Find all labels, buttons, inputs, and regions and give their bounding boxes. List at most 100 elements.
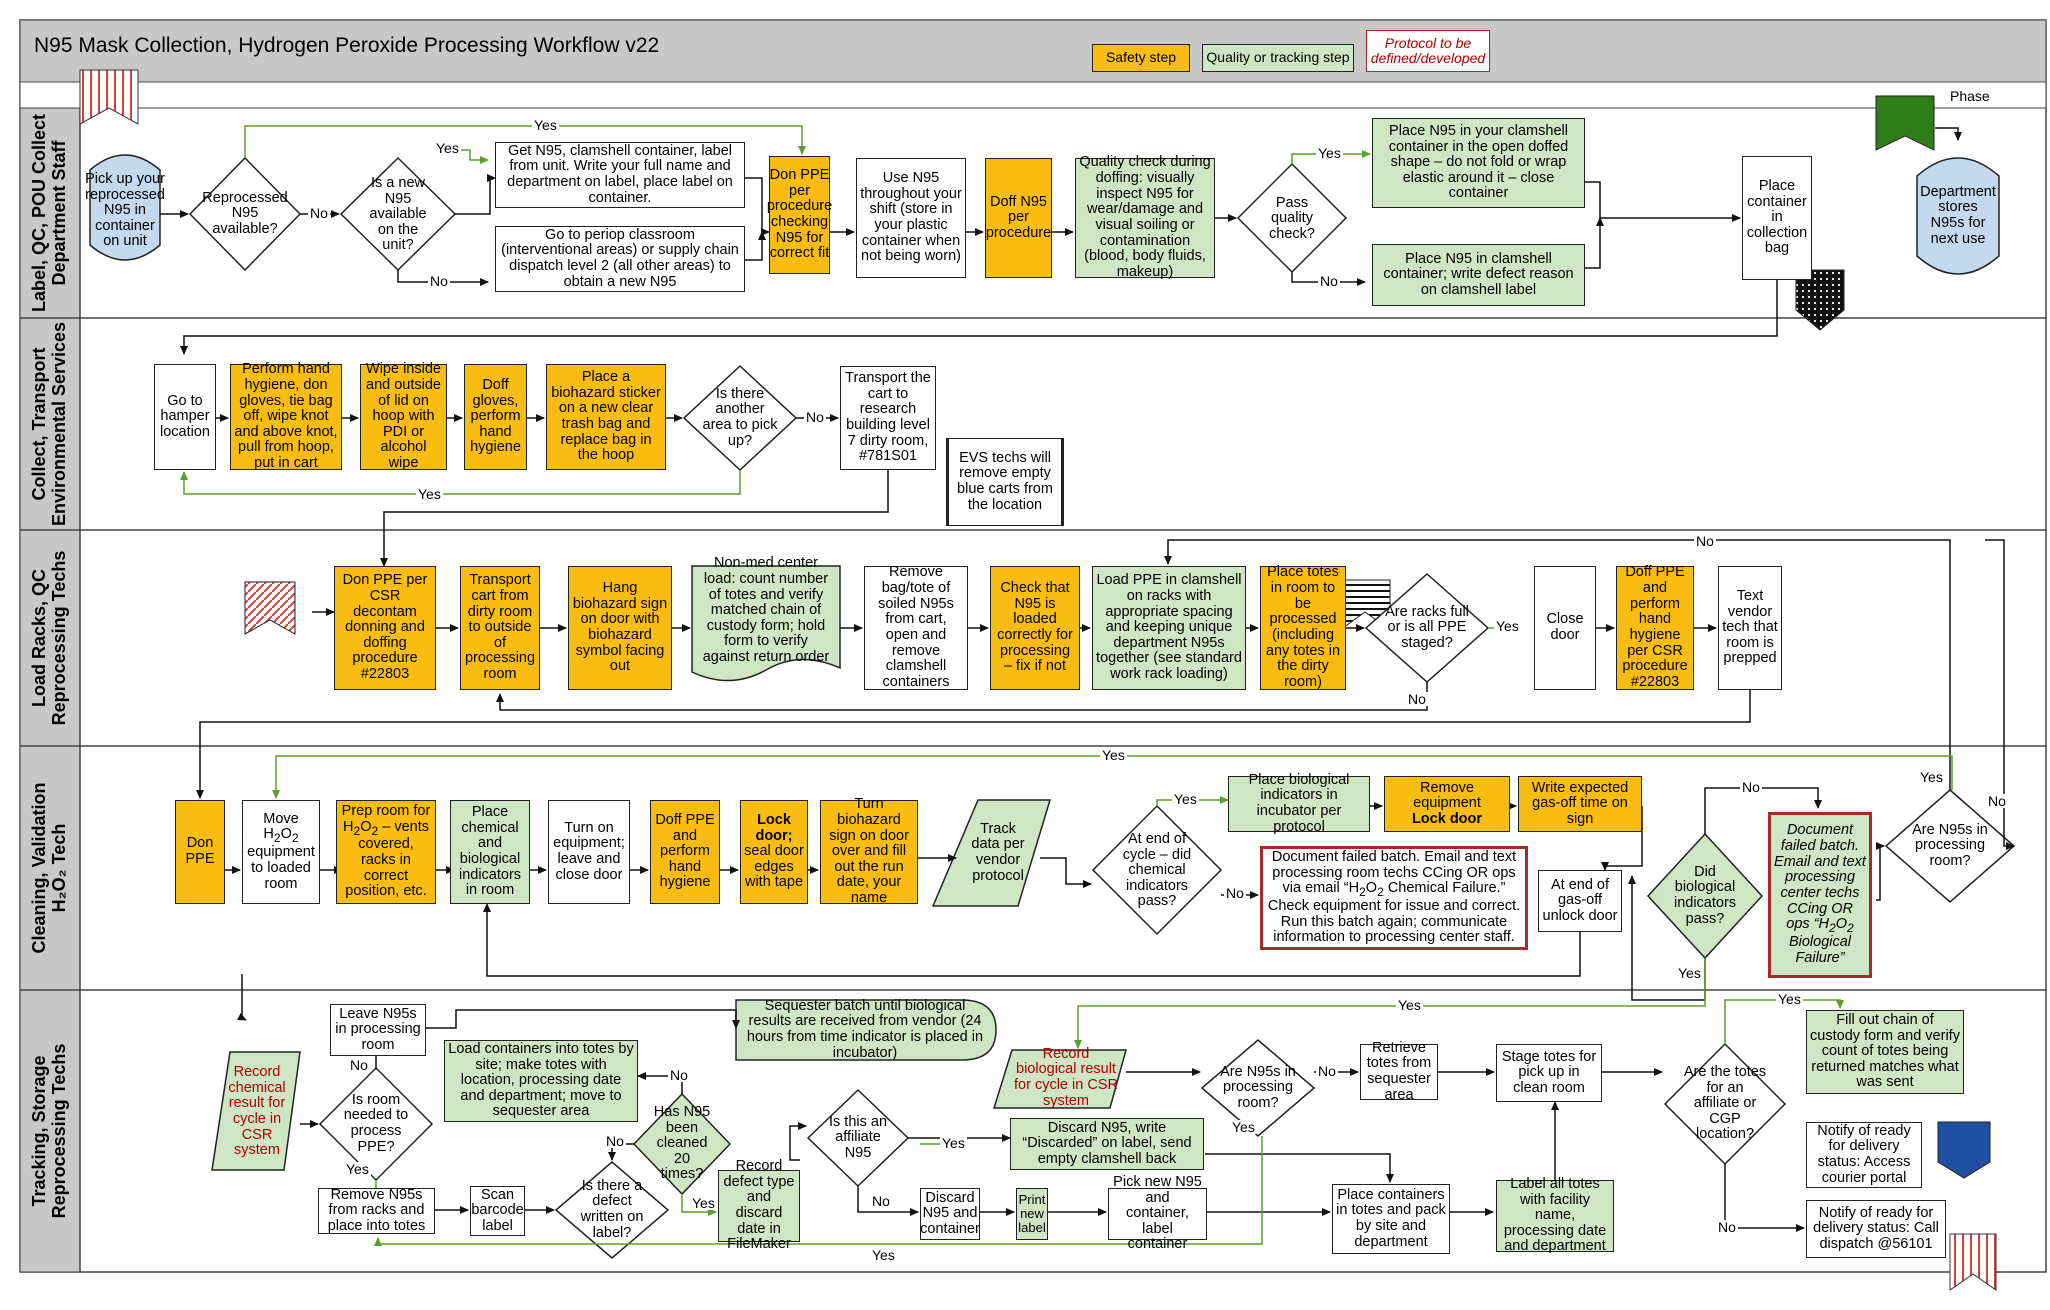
stage-step: Stage totes for pick up in clean room [1496,1044,1602,1102]
wipe-lid-step: Wipe inside and outside of lid on hoop w… [360,361,447,471]
label-no-4: No [804,409,826,425]
record-chem-text: Record chemical result for cycle in CSR … [228,1064,286,1159]
label-no-12: No [604,1133,626,1149]
move-eq-sub: 2 [273,831,281,846]
label-no-13: No [870,1193,892,1209]
remove-eq-b: Lock door [1411,810,1483,827]
end-cycle-text: At end of cycle – did chemical indicator… [1122,831,1192,910]
biohazard-sticker-step: Place a biohazard sticker on a new clear… [546,364,666,470]
move-equipment-text: Move H2O2 equipment to loaded room [246,811,316,893]
don-csr-step: Don PPE per CSR decontam donning and dof… [334,566,436,690]
another-area-text: Is there another area to pick up? [702,385,778,449]
transport-dirty-step: Transport cart from dirty room to outsid… [460,566,540,690]
chem-fail-c: Chemical Failure.” Check equipment for i… [1267,880,1521,946]
lane-5-title-line-2: Reprocessing Techs [49,1043,69,1219]
affiliate-n95-text: Is this an affiliate N95 [828,1113,888,1161]
prep-room-step: Prep room for H2O2 – vents covered, rack… [336,800,436,904]
use-n95-step: Use N95 throughout your shift (store in … [856,158,966,278]
go-periop-step: Go to periop classroom (interventional a… [495,226,745,292]
in-processing-decision [1884,789,2016,903]
label-no-7: No [1224,885,1246,901]
move-eq-c: equipment to loaded room [247,844,315,892]
move-eq-sub-2: 2 [291,831,299,846]
phase-row [19,81,2047,109]
pick-new-step: Pick new N95 and container, label contai… [1108,1174,1207,1252]
lane-1-title-line-1: Label, QC, POU Collect [29,113,50,313]
sequester-text: Sequester batch until biological results… [746,997,984,1061]
lane-4-title-line-1: Cleaning, Validation [29,782,50,954]
record-chemical-parallelogram [211,1051,301,1171]
chem-failure-text: Document failed batch. Email and text pr… [1266,848,1522,946]
lane-5-title-line-1: Tracking, Storage [29,1055,50,1207]
label-yes-1: Yes [532,117,559,133]
label-yes-3: Yes [1316,145,1343,161]
label-yes-16: Yes [1776,991,1803,1007]
label-no-2: No [428,273,450,289]
page-title: N95 Mask Collection, Hydrogen Peroxide P… [34,34,660,57]
place-clamshell-step: Place N95 in your clamshell container in… [1372,118,1585,208]
record-bio-text: Record biological result for cycle in CS… [1014,1045,1118,1109]
don-ppe-step: Don PPE per procedure checking N95 for c… [767,156,832,274]
fill-custody-step: Fill out chain of custody form and verif… [1806,1010,1964,1094]
turn-sign-step: Turn biohazard sign on door over and fil… [820,796,918,906]
label-no-5: No [1406,691,1428,707]
label-yes-13: Yes [940,1135,967,1151]
reprocessed-available-decision [188,156,302,272]
legend-quality: Quality or tracking step [1202,44,1354,72]
bio-fail-sub: 2 [1829,921,1836,936]
move-eq-b: O [280,826,292,843]
pick-up-text: Pick up your reprocessed N95 in containe… [85,170,165,250]
phase-label: Phase [1950,88,1990,104]
remove-eq-a: Remove equipment [1413,779,1481,812]
lane-1-title-line-2: Department Staff [49,140,69,286]
bio-pass-text: Did biological indicators pass? [1673,863,1737,927]
label-no-15: No [1716,1219,1738,1235]
prep-room-text: Prep room for H2O2 – vents covered, rack… [340,803,432,900]
text-vendor-step: Text vendor tech that room is prepped [1718,566,1782,690]
prep-b: O [360,818,372,835]
label-totes-step: Label all totes with facility name, proc… [1496,1176,1614,1254]
retrieve-step: Retrieve totes from sequester area [1360,1040,1438,1102]
label-yes-11: Yes [344,1161,371,1177]
pick-up-terminal [89,154,161,261]
department-stores-terminal [1916,157,2000,275]
track-data-text: Track data per vendor protocol [971,820,1025,884]
striped-connector-marker [244,581,296,635]
dotted-connector-marker [1795,269,1845,331]
label-yes-15: Yes [870,1247,897,1263]
quality-check-step: Quality check during doffing: visually i… [1075,155,1215,280]
chem-failure-step: Document failed batch. Email and text pr… [1260,846,1528,950]
end-of-cycle-decision [1091,804,1223,936]
discard-container-step: Discard N95 and container [920,1188,980,1240]
notify-courier-step: Notify of ready for delivery status: Acc… [1806,1122,1922,1188]
dept-stores-text: Department stores N95s for next use [1920,183,1996,247]
prep-sub-2: 2 [371,823,379,838]
cleaned-20-text: Has N95 been cleaned 20 times? [654,1104,710,1182]
chem-fail-b: O [1365,880,1378,897]
chem-fail-a: Document failed batch. Email and text pr… [1271,848,1517,897]
transport-cart-step: Transport the cart to research building … [840,366,936,470]
label-yes-4: Yes [416,486,443,502]
racks-full-text: Are racks full or is all PPE staged? [1385,603,1469,651]
record-defect-step: Record defect type and discard date in F… [718,1158,800,1252]
get-n95-step: Get N95, clamshell container, label from… [495,142,745,208]
room-needed-text: Is room needed to process PPE? [343,1091,409,1155]
label-no-3: No [1318,273,1340,289]
label-yes-6: Yes [1100,747,1127,763]
load-ppe-step: Load PPE in clamshell on racks with appr… [1092,566,1246,690]
doff-hygiene-step: Doff PPE and perform hand hygiene per CS… [1616,565,1694,690]
label-yes-12: Yes [690,1195,717,1211]
label-no-8: No [1740,779,1762,795]
label-no-14: No [1316,1063,1338,1079]
defect-written-decision [554,1161,670,1259]
check-loaded-step: Check that N95 is loaded correctly for p… [990,566,1080,690]
gas-off-step: At end of gas-off unlock door [1538,870,1622,932]
label-yes-7: Yes [1172,791,1199,807]
label-no-6: No [1694,533,1716,549]
load-totes-step: Load containers into totes by site; make… [444,1040,638,1122]
